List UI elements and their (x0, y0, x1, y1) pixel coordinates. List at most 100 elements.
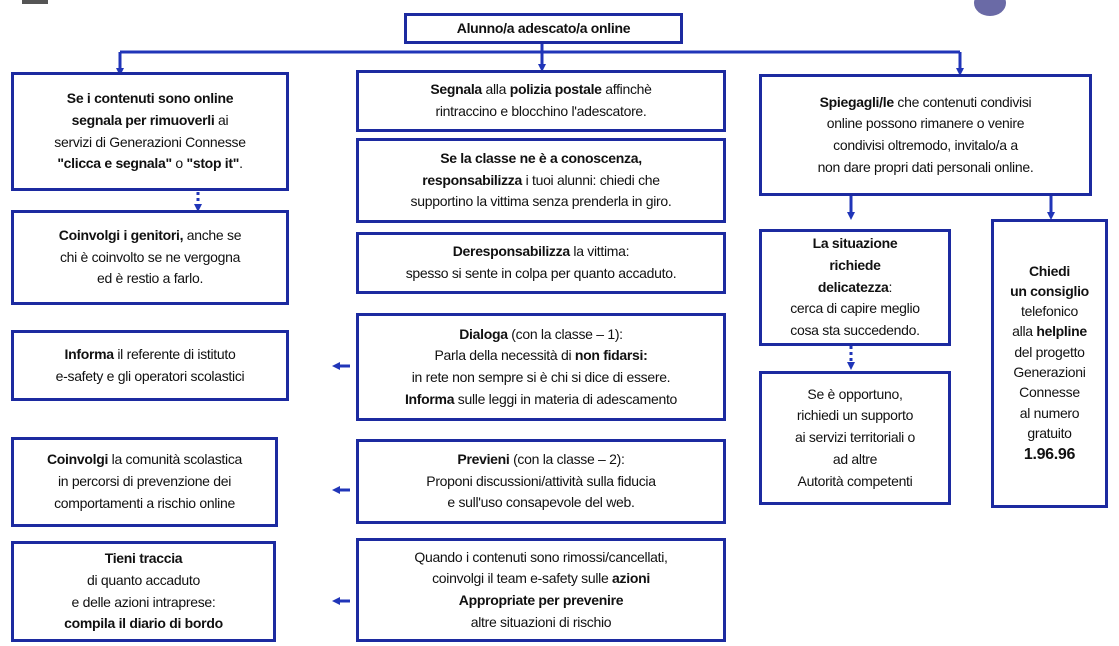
text: : (888, 278, 893, 295)
box-line: Deresponsabilizza la vittima: (452, 241, 630, 263)
text: ad altre (832, 450, 878, 467)
box-line: non dare propri dati personali online. (818, 157, 1034, 179)
text: il referente di istituto (113, 345, 236, 362)
text: cosa sta succedendo. (790, 322, 920, 339)
box-line: Connesse (1019, 382, 1080, 402)
box-line: Informa il referente di istituto (65, 344, 236, 366)
text: spesso si sente in colpa per quanto acca… (405, 265, 677, 281)
box-line: 1.96.96 (1023, 443, 1076, 466)
bold-text: Deresponsabilizza (452, 243, 570, 260)
box-line: responsabilizza i tuoi alunni: chiedi ch… (422, 170, 660, 192)
text: la vittima: (569, 243, 630, 260)
box-line: La situazione (813, 233, 898, 255)
text: comportamenti a rischio online (54, 494, 235, 511)
box-line: Appropriate per prevenire (458, 590, 624, 612)
menu-icon[interactable] (22, 0, 48, 4)
bold-text: polizia postale (509, 81, 602, 98)
text: e sull'uso consapevole del web. (447, 494, 635, 511)
settings-icon[interactable] (974, 0, 1006, 16)
box-line: Chiedi (1029, 261, 1070, 281)
bold-text: Appropriate (458, 592, 539, 608)
box-line: Segnala alla polizia postale affinchè (430, 79, 652, 101)
bold-text: compila il diario di bordo (64, 615, 223, 632)
bold-text: responsabilizza (422, 171, 522, 188)
bold-text: richiede (829, 256, 881, 273)
box-line: rintraccino e blocchino l'adescatore. (435, 101, 646, 123)
bold-text: Coinvolgi (46, 451, 109, 468)
text: coinvolgi il team e-safety sulle (432, 570, 613, 587)
box-line: comportamenti a rischio online (54, 493, 235, 515)
bold-text: delicatezza (817, 278, 889, 295)
text: affinchè (601, 81, 652, 98)
middle-box-5: Previeni (con la classe – 2):Proponi dis… (356, 439, 726, 524)
box-line: un consiglio (1010, 281, 1089, 301)
bold-text: Coinvolgi i genitori, (58, 226, 184, 243)
text: in rete non sempre si è chi si dice di e… (411, 369, 671, 385)
text: del progetto (1014, 343, 1085, 360)
text: Se è opportuno, (807, 385, 903, 402)
box-line: delicatezza: (818, 277, 892, 299)
text: rintraccino e blocchino l'adescatore. (435, 103, 647, 119)
box-line: alla helpline (1012, 321, 1087, 341)
bold-text: Tieni traccia (104, 550, 183, 567)
bold-text: per prevenire (538, 592, 624, 608)
box-line: Tieni traccia (105, 548, 183, 570)
box-line: in rete non sempre si è chi si dice di e… (412, 367, 671, 389)
box-line: segnala per rimuoverli ai (72, 110, 229, 132)
text: cerca di capire meglio (790, 300, 920, 317)
text: telefonico (1021, 303, 1078, 320)
box-line: e-safety e gli operatori scolastici (56, 366, 245, 388)
box-line: Se la classe ne è a conoscenza, (440, 148, 642, 170)
text: al numero (1019, 404, 1080, 421)
box-line: Generazioni (1013, 362, 1086, 382)
box-line: ai servizi territoriali o (795, 427, 915, 449)
box-line: online possono rimanere o venire (826, 113, 1025, 135)
middle-box-4: Dialoga (con la classe – 1): Parla della … (356, 313, 726, 421)
bold-text: Spiegagli/le (819, 93, 895, 110)
box-line: spesso si sente in colpa per quanto acca… (406, 263, 677, 285)
text: ai (214, 111, 229, 128)
text: Parla della necessità di (434, 347, 575, 364)
box-line: al numero (1020, 403, 1080, 423)
text: i tuoi alunni: chiedi che (522, 171, 660, 188)
text: Connesse (1019, 384, 1080, 401)
box-line: e sull'uso consapevole del web. (447, 492, 634, 514)
text: alla (481, 81, 510, 98)
bold-text: Informa (64, 345, 115, 362)
bold-text: Previeni (457, 450, 510, 467)
box-line: ad altre (832, 449, 878, 471)
box-line: gratuito (1027, 423, 1072, 443)
text: Proponi discussioni/attività sulla fiduc… (426, 472, 656, 489)
box-line: richiedi un supporto (797, 405, 913, 427)
box-line: Informa sulle leggi in materia di adesca… (405, 389, 677, 411)
text: servizi di Generazioni Connesse (54, 133, 246, 150)
bold-text: "clicca e segnala" (57, 155, 172, 172)
bold-text: Se la classe ne è a conoscenza, (440, 149, 642, 166)
box-line: chi è coinvolto se ne vergogna (60, 247, 240, 269)
bold-text: azioni (612, 570, 650, 587)
text: la comunità scolastica (108, 451, 243, 468)
text: supportino la vittima senza prenderla in… (410, 193, 672, 210)
text: online possono rimanere o venire (826, 115, 1025, 132)
bold-text: helpline (1036, 323, 1087, 340)
box-line: compila il diario di bordo (64, 613, 223, 635)
text: Generazioni (1013, 364, 1086, 381)
box-line: servizi di Generazioni Connesse (54, 132, 246, 154)
box-line: Previeni (con la classe – 2): (457, 449, 624, 471)
bold-text: un consiglio (1010, 282, 1089, 299)
box-line: "clicca e segnala" o "stop it". (57, 153, 243, 175)
box-line: Quando i contenuti sono rimossi/cancella… (414, 547, 668, 569)
box-line: del progetto (1014, 342, 1085, 362)
bold-text: Dialoga (459, 325, 508, 342)
title-box: Alunno/a adescato/a online (404, 13, 683, 44)
bold-text: La situazione (812, 235, 898, 252)
text: sulle leggi in materia di adescamento (454, 390, 678, 407)
text: (con la classe – 2): (509, 450, 625, 467)
text: non dare propri dati personali online. (817, 158, 1034, 175)
bold-text: "stop it" (186, 155, 240, 172)
title-text: Alunno/a adescato/a online (456, 19, 631, 36)
text: (con la classe – 1): (507, 325, 623, 342)
bold-text: 1.96.96 (1023, 446, 1076, 464)
